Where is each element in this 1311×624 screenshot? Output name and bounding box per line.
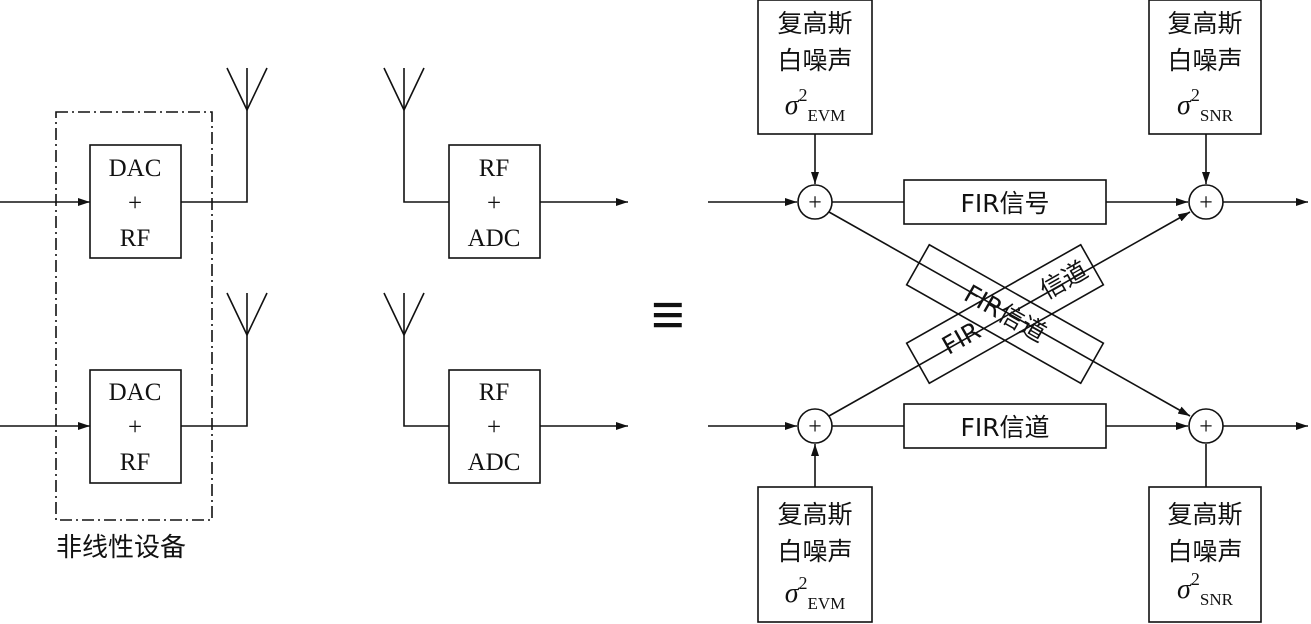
noise-bl-line2: 白噪声 xyxy=(777,537,852,566)
equivalence-sign: ≡ xyxy=(651,282,685,348)
tx-bottom-label-1: DAC xyxy=(109,379,162,406)
adder-bottom-left-plus: + xyxy=(808,414,822,440)
rx-bottom-label-2: + xyxy=(487,414,501,441)
right-system xyxy=(708,0,1308,623)
noise-tr-line2: 白噪声 xyxy=(1167,46,1242,75)
rx-top-label-2: + xyxy=(487,190,501,217)
tx-bottom-label-2: + xyxy=(128,414,142,441)
fir-diag-up-label-part2: 信道 xyxy=(1035,255,1093,305)
tx-bottom-label-3: RF xyxy=(120,449,151,476)
noise-tl-sigma: σ2EVM xyxy=(785,85,846,125)
fir-diag-down-box xyxy=(905,243,1105,385)
fir-top-label: FIR信号 xyxy=(960,189,1049,218)
noise-br-line2: 白噪声 xyxy=(1167,537,1242,566)
noise-box-bottom-right xyxy=(1148,486,1262,623)
adder-top-left-plus: + xyxy=(808,190,822,216)
rx-bottom-label-1: RF xyxy=(479,379,510,406)
tx-bottom-feed xyxy=(181,335,248,427)
left-system xyxy=(0,67,628,521)
adder-bottom-right-plus: + xyxy=(1199,414,1213,440)
rx-top-label-1: RF xyxy=(479,155,510,182)
adder-top-right-plus: + xyxy=(1199,190,1213,216)
noise-tl-line1: 复高斯 xyxy=(777,9,852,38)
noise-tr-line1: 复高斯 xyxy=(1167,9,1242,38)
noise-bl-sigma: σ2EVM xyxy=(785,573,846,613)
tx-top-label-3: RF xyxy=(120,225,151,252)
tx-top-label-2: + xyxy=(128,190,142,217)
noise-br-line1: 复高斯 xyxy=(1167,500,1242,529)
nonlinear-device-label: 非线性设备 xyxy=(56,533,186,563)
rx-bottom-label-3: ADC xyxy=(468,449,521,476)
rx-top-feed xyxy=(403,110,449,203)
noise-tl-line2: 白噪声 xyxy=(777,46,852,75)
rx-top-label-3: ADC xyxy=(468,225,521,252)
noise-box-top-right xyxy=(1148,0,1262,135)
rx-bottom-feed xyxy=(403,335,449,427)
tx-top-label-1: DAC xyxy=(109,155,162,182)
noise-bl-line1: 复高斯 xyxy=(777,500,852,529)
tx-top-feed xyxy=(181,110,248,203)
fir-bottom-label: FIR信道 xyxy=(960,413,1049,442)
fir-diag-up-box xyxy=(905,243,1105,385)
noise-br-sigma: σ2SNR xyxy=(1177,569,1234,609)
cross-up-line xyxy=(828,211,1191,417)
nonlinear-device-boundary xyxy=(55,111,213,521)
noise-tr-sigma: σ2SNR xyxy=(1177,85,1234,125)
